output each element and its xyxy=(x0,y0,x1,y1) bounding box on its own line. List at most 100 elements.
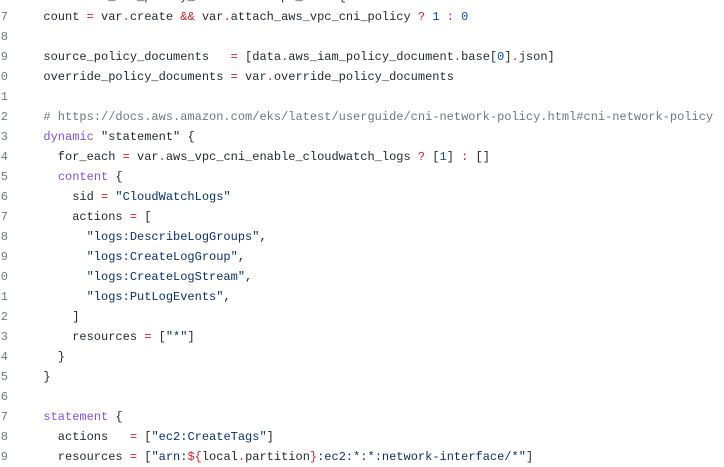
code-token: ] xyxy=(446,150,462,164)
code-token: "CloudWatchLogs" xyxy=(115,190,231,204)
code-token: ] xyxy=(187,330,195,344)
code-token: , xyxy=(237,250,246,264)
line-content: content { xyxy=(29,167,123,187)
code-token: [] xyxy=(468,150,490,164)
line-content: } xyxy=(29,347,65,367)
line-content: } xyxy=(29,367,51,387)
line-content: resources = ["arn:${local.partition}:ec2… xyxy=(29,447,533,467)
code-token: [ xyxy=(151,330,166,344)
code-token: aws_vpc_cni_enable_cloudwatch_logs xyxy=(165,150,418,164)
code-token: , xyxy=(259,230,267,244)
code-token: . xyxy=(281,50,289,64)
line-content: actions = ["ec2:CreateTags"] xyxy=(29,427,274,447)
line-number: 2 xyxy=(0,310,8,324)
code-token: actions xyxy=(29,430,130,444)
code-token xyxy=(29,130,43,144)
code-token: ? xyxy=(417,150,426,164)
line-content: # https://docs.aws.amazon.com/eks/latest… xyxy=(29,107,713,127)
code-token: "ec2:CreateTags" xyxy=(151,430,267,444)
line-number: 6 xyxy=(0,190,8,204)
code-token: attach_aws_vpc_cni_policy xyxy=(230,10,418,24)
code-token: : xyxy=(446,10,454,24)
code-token: : xyxy=(461,150,469,164)
code-token xyxy=(440,10,447,24)
code-token: 1 xyxy=(432,10,440,24)
code-token: ] xyxy=(266,430,274,444)
code-token: . xyxy=(158,150,166,164)
code-token: . xyxy=(266,70,274,84)
code-token: "logs:PutLogEvents" xyxy=(86,290,224,304)
line-content: "logs:CreateLogStream", xyxy=(29,267,253,287)
code-token: resources xyxy=(29,330,145,344)
code-token: = xyxy=(144,330,152,344)
line-number: 6 xyxy=(0,390,8,404)
line-number: 7 xyxy=(0,210,8,224)
line-content: count = var.create && var.attach_aws_vpc… xyxy=(29,7,468,27)
code-token: content xyxy=(57,170,109,184)
code-token: = xyxy=(129,430,138,444)
code-token: = xyxy=(86,10,94,24)
code-token xyxy=(29,250,87,264)
line-number: 7 xyxy=(0,410,8,424)
code-token: 0 xyxy=(461,10,469,24)
code-token: , xyxy=(245,270,253,284)
code-token: , xyxy=(223,290,231,304)
code-token: . xyxy=(122,10,130,24)
code-token: } xyxy=(29,370,51,384)
line-number: 9 xyxy=(0,50,8,64)
line-number: 8 xyxy=(0,230,8,244)
code-token: resources xyxy=(29,450,130,464)
line-content: dynamic "statement" { xyxy=(29,127,194,147)
code-token: json] xyxy=(518,50,555,64)
code-token: override_policy_documents xyxy=(273,70,454,84)
code-token: "*" xyxy=(165,330,188,344)
code-token: = xyxy=(122,150,130,164)
line-number: 2 xyxy=(0,110,8,124)
code-token: var xyxy=(237,70,267,84)
code-token: data xyxy=(43,0,72,4)
code-token: dynamic xyxy=(43,130,94,144)
line-content: ] xyxy=(29,307,79,327)
code-token xyxy=(29,0,43,4)
line-content: actions = [ xyxy=(29,207,151,227)
code-token: 1 xyxy=(439,150,447,164)
code-token: "logs:CreateLogStream" xyxy=(86,270,246,284)
code-token xyxy=(29,290,87,304)
line-number: 3 xyxy=(0,130,8,144)
line-number: 7 xyxy=(0,10,8,24)
line-content: override_policy_documents = var.override… xyxy=(29,67,454,87)
code-token: [data xyxy=(237,50,282,64)
code-token: = xyxy=(129,210,138,224)
code-token xyxy=(29,270,87,284)
code-token: count xyxy=(29,10,87,24)
code-token: } xyxy=(29,350,66,364)
line-content: sid = "CloudWatchLogs" xyxy=(29,187,231,207)
line-content: data "aws_iam_policy_document" "vpc_cni"… xyxy=(29,0,345,7)
line-number: 5 xyxy=(0,370,8,384)
line-number: 8 xyxy=(0,30,8,44)
code-token: = xyxy=(101,190,109,204)
code-token: base[ xyxy=(461,50,498,64)
line-number: 5 xyxy=(0,170,8,184)
code-token: aws_iam_policy_document xyxy=(288,50,454,64)
code-token: var xyxy=(194,10,224,24)
code-token: = xyxy=(129,450,138,464)
code-token: = xyxy=(230,70,238,84)
code-token: # https://docs.aws.amazon.com/eks/latest… xyxy=(43,110,714,124)
code-token: "logs:CreateLogGroup" xyxy=(86,250,238,264)
code-token: :ec2:*:*:network-interface/*" xyxy=(317,450,526,464)
code-token: { xyxy=(108,410,123,424)
line-content: resources = ["*"] xyxy=(29,327,195,347)
code-token: "aws_iam_policy_document" "vpc_cni" { xyxy=(72,0,345,4)
code-token: ? xyxy=(417,10,426,24)
line-content: "logs:CreateLogGroup", xyxy=(29,247,245,267)
code-token: [ xyxy=(137,430,152,444)
code-token: create xyxy=(129,10,181,24)
code-token: partition xyxy=(245,450,310,464)
line-number: 1 xyxy=(0,90,8,104)
code-token: } xyxy=(309,450,318,464)
code-token: "logs:DescribeLogGroups" xyxy=(86,230,260,244)
line-number: 0 xyxy=(0,270,8,284)
code-token: source_policy_documents xyxy=(29,50,231,64)
